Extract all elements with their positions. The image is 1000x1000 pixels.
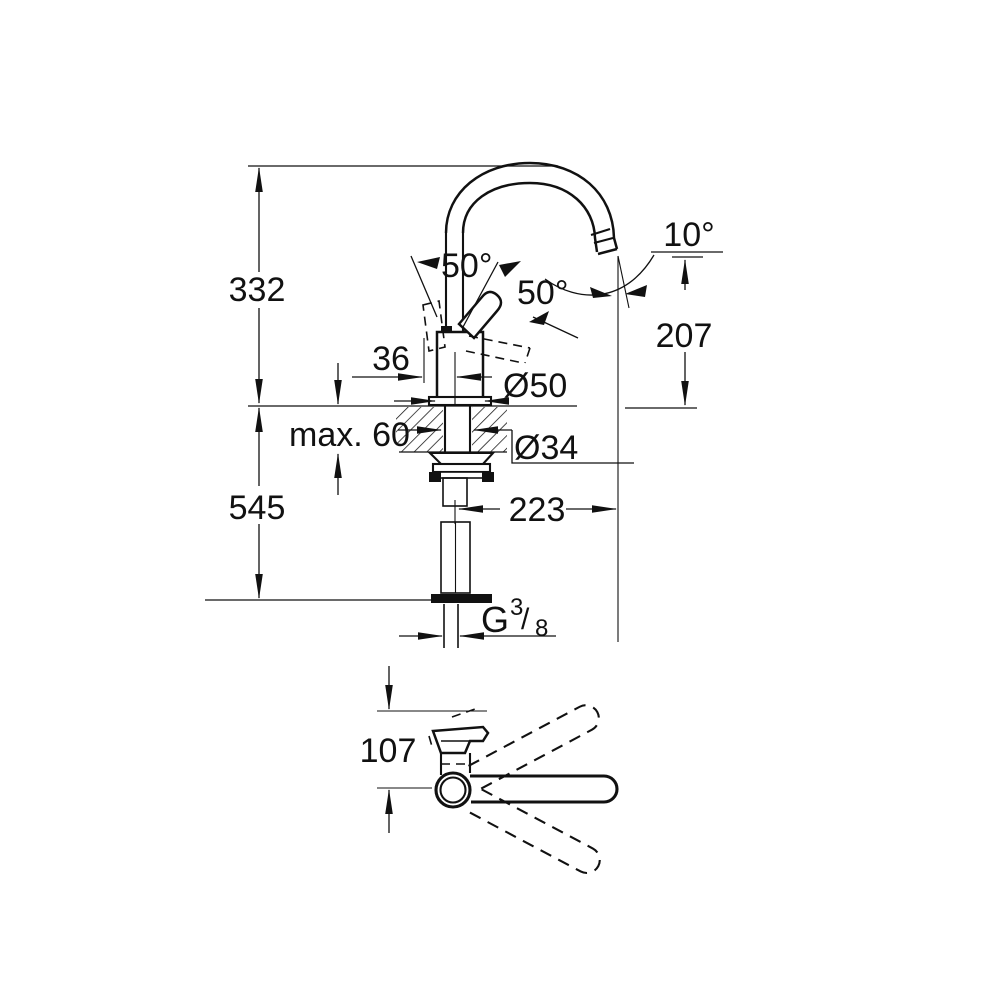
dim-angle50-right: 50° bbox=[517, 274, 579, 339]
handle-dashed-up bbox=[422, 300, 446, 352]
swivel-base-inner bbox=[439, 776, 467, 804]
spout-outline bbox=[444, 161, 619, 332]
dim-223-label: 223 bbox=[509, 491, 566, 529]
dim-36-label: 36 bbox=[372, 340, 410, 378]
thread-prefix-label: G bbox=[481, 599, 509, 640]
mounting-hardware bbox=[427, 352, 496, 524]
dim-207: 207 bbox=[625, 256, 713, 409]
spout-bar-dashed-down bbox=[468, 788, 601, 875]
faucet-body bbox=[427, 326, 493, 407]
tip-tilt-line bbox=[617, 255, 630, 309]
dim-545: 545 bbox=[205, 407, 431, 601]
dim-207-label: 207 bbox=[656, 317, 713, 355]
dim-max60: max. 60 bbox=[289, 363, 410, 495]
dim-angle50-left: 50° bbox=[410, 247, 521, 328]
dim-max60-label: max. 60 bbox=[289, 416, 410, 454]
dim-36: 36 bbox=[352, 338, 492, 383]
connection-hose bbox=[431, 521, 492, 648]
plan-lever bbox=[428, 707, 490, 775]
dim-332-label: 332 bbox=[229, 271, 286, 309]
spout-bar-solid bbox=[470, 774, 619, 804]
thread-numerator-label: 3 bbox=[510, 594, 523, 621]
handle-dashed-down bbox=[465, 335, 531, 364]
thread-slash-label: / bbox=[521, 603, 530, 636]
thread-denominator-label: 8 bbox=[535, 615, 548, 642]
angle-50-right-label: 50° bbox=[517, 274, 568, 312]
angle-10-label: 10° bbox=[663, 216, 714, 254]
dim-dia50: Ø50 bbox=[394, 367, 567, 405]
angle-50-left-label: 50° bbox=[441, 247, 492, 285]
dim-dia34: Ø34 bbox=[398, 426, 634, 467]
main-view: 332 545 max. 60 36 Ø50 bbox=[205, 161, 723, 648]
dim-107-label: 107 bbox=[360, 732, 417, 770]
lever-handle bbox=[422, 290, 531, 364]
dim-dia50-label: Ø50 bbox=[503, 367, 567, 405]
dim-545-label: 545 bbox=[229, 489, 286, 527]
spout-bar-dashed-up bbox=[468, 704, 600, 790]
dim-332: 332 bbox=[229, 167, 286, 404]
dim-angle10: 10° bbox=[544, 216, 723, 298]
plan-view: 107 bbox=[360, 666, 619, 875]
dim-223: 223 bbox=[458, 491, 617, 529]
dim-thread: G 3 / 8 bbox=[399, 594, 556, 642]
dim-107: 107 bbox=[360, 666, 487, 833]
dim-dia34-label: Ø34 bbox=[514, 429, 578, 467]
